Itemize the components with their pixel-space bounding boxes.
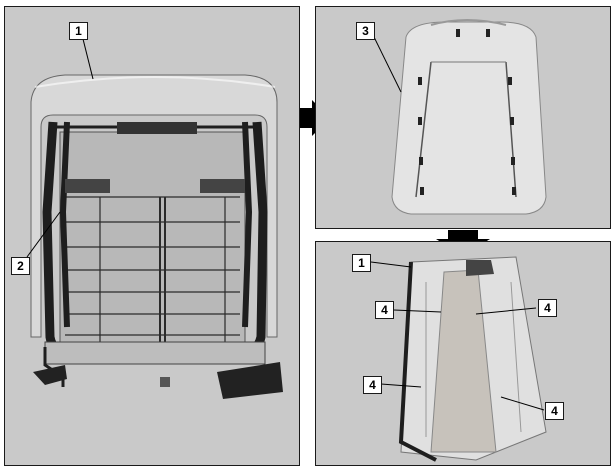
callout-3: 3 [356, 22, 375, 40]
seat-back-cover-rear-illustration [373, 19, 547, 215]
callout-4: 4 [363, 376, 382, 394]
callout-4: 4 [545, 402, 564, 420]
seat-back-frame-illustration [26, 38, 283, 399]
seat-back-cover-rear-panel: 3 [315, 6, 611, 229]
callout-1: 1 [352, 254, 371, 272]
callout-4: 4 [375, 301, 394, 319]
callout-1: 1 [69, 22, 88, 40]
seat-back-frame-panel: 1 2 [4, 6, 300, 466]
callout-4: 4 [538, 299, 557, 317]
callout-2: 2 [11, 257, 30, 275]
seat-back-cover-removed-illustration [370, 256, 547, 462]
seat-back-cover-removed-panel: 1 4 4 4 4 [315, 241, 611, 466]
